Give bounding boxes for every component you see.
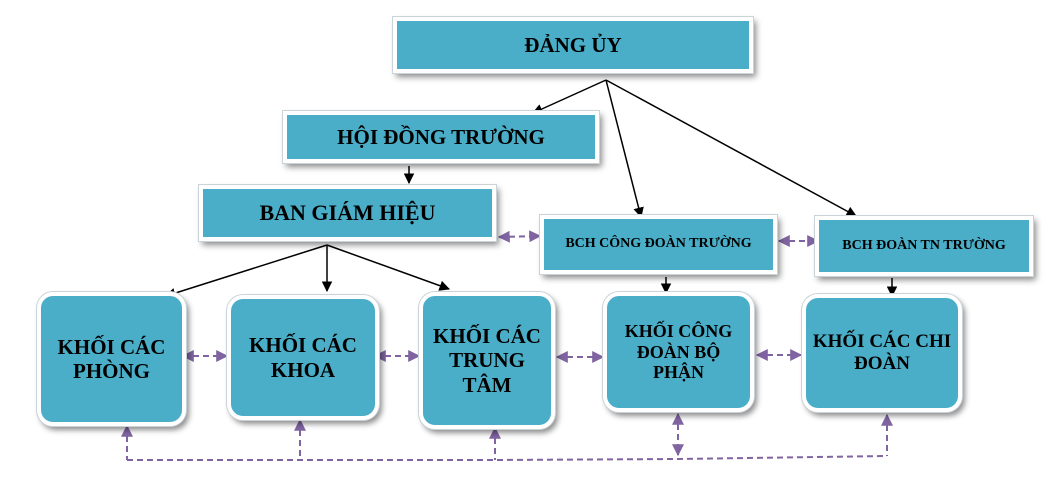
node-khoi-cac-chi-doan: KHỐI CÁC CHI ĐOÀN [802, 294, 962, 412]
node-khoi-cong-doan-bo-phan: KHỐI CÔNG ĐOÀN BỘ PHẬN [603, 292, 754, 412]
arrow-bgh-trungtam [326, 244, 450, 291]
node-khoi-cac-phong: KHỐI CÁC PHÒNG [37, 292, 186, 426]
link-bgh-congdoan [497, 230, 542, 243]
arrow-danguy-hoidong [532, 79, 607, 114]
link-bus-horizontal [127, 455, 888, 461]
arrow-bgh-phong [164, 244, 328, 299]
arrow-danguy-congdoan [605, 79, 644, 219]
node-khoi-cac-khoa: KHỐI CÁC KHOA [227, 295, 379, 420]
node-khoi-cac-trung-tam: KHỐI CÁC TRUNG TÂM [419, 292, 555, 429]
node-dang-uy: ĐẢNG ỦY [393, 17, 753, 73]
node-bch-cong-doan-truong: BCH CÔNG ĐOÀN TRƯỜNG [540, 215, 777, 274]
node-hoi-dong-truong: HỘI ĐỒNG TRƯỜNG [283, 111, 599, 163]
node-bch-doan-tn-truong: BCH ĐOÀN TN TRƯỜNG [815, 216, 1033, 276]
node-ban-giam-hieu: BAN GIÁM HIỆU [199, 185, 496, 241]
arrow-danguy-doantn [605, 79, 857, 217]
